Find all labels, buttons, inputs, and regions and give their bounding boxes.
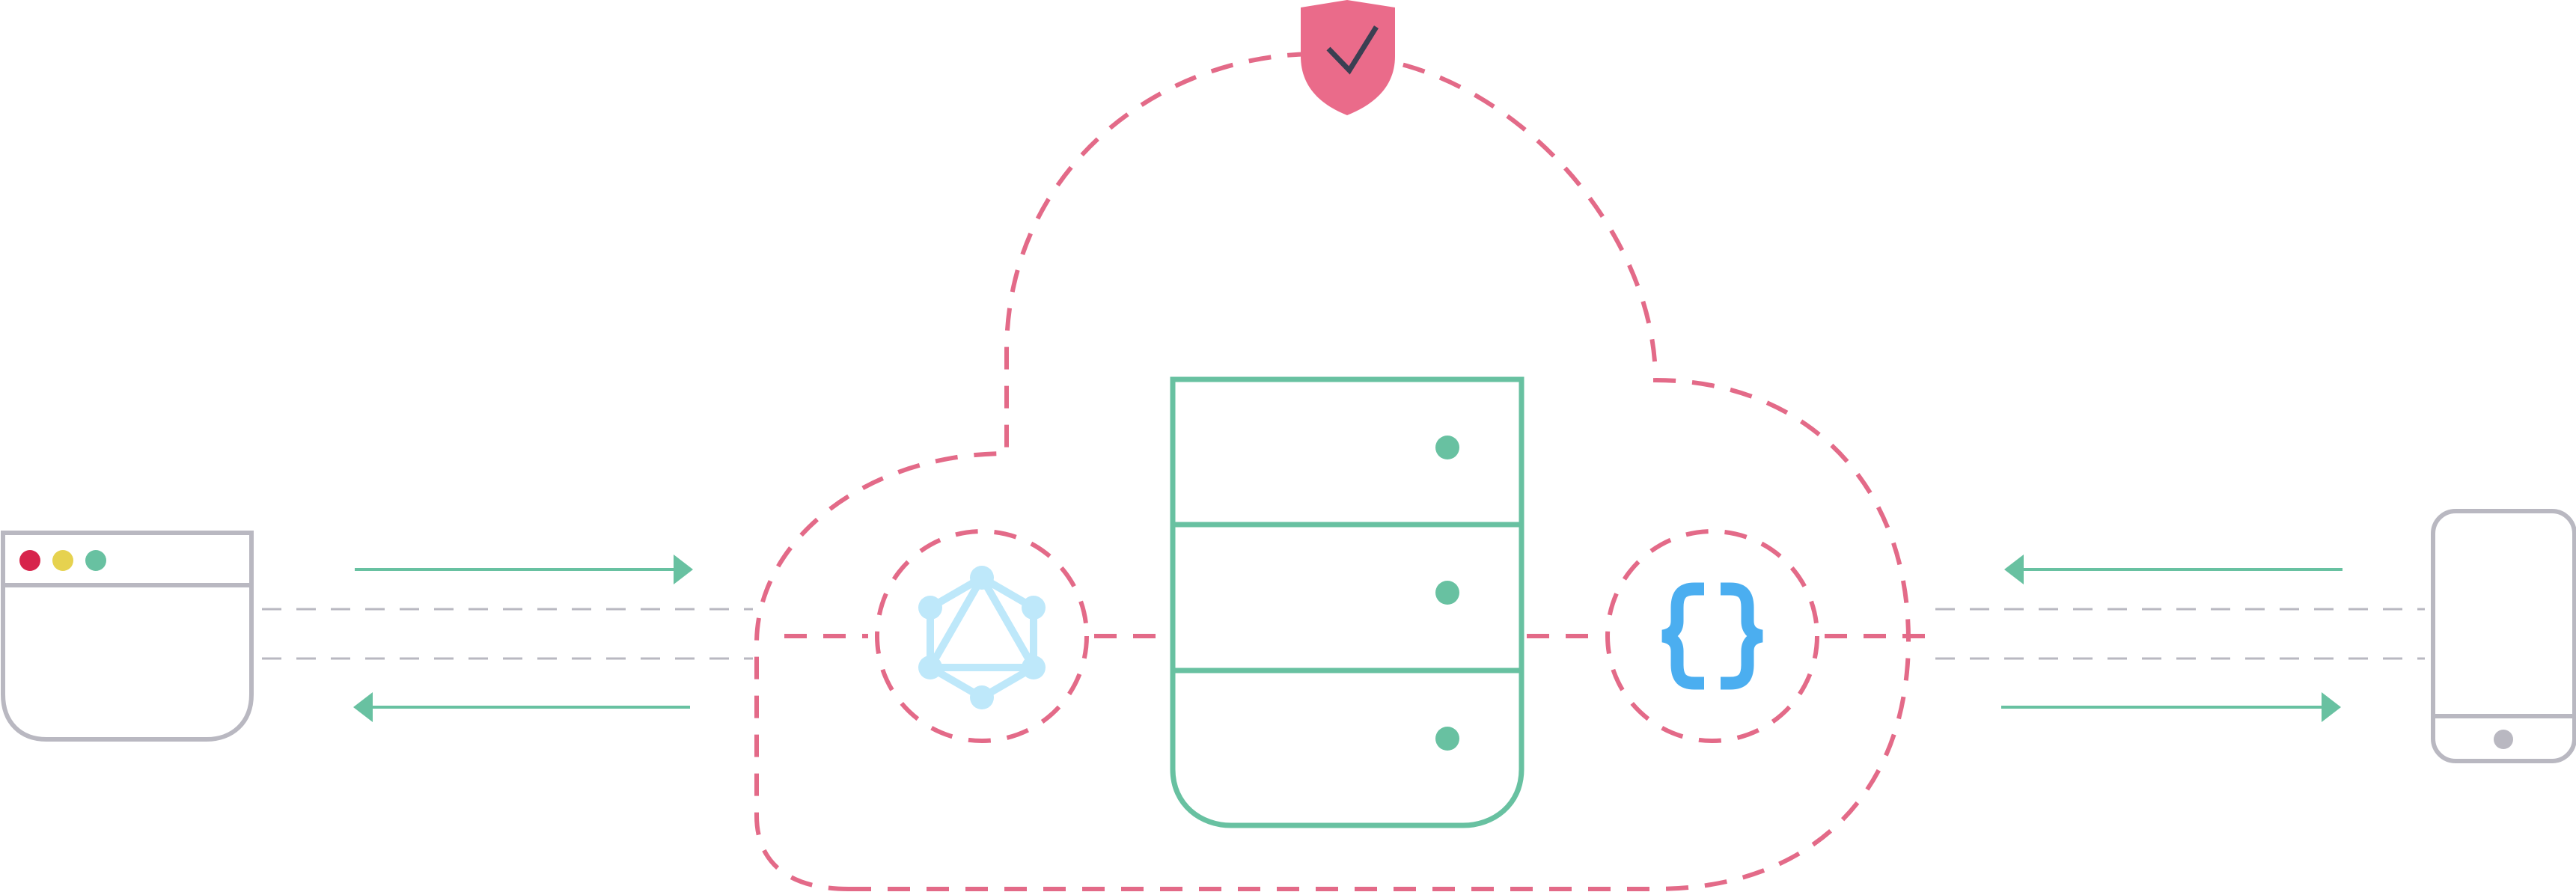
window-dot-red-icon — [19, 550, 40, 571]
arrow-response-right — [2001, 692, 2341, 722]
checkmark-icon — [1326, 25, 1379, 75]
window-dot-green-icon — [85, 550, 106, 571]
braces-service — [1605, 529, 1819, 743]
curly-braces-icon — [1661, 582, 1763, 690]
server-light-2-icon — [1435, 581, 1459, 605]
phone-home-button-icon — [2494, 730, 2513, 749]
server-stack-icon — [1170, 376, 1524, 828]
mobile-phone-icon — [2431, 509, 2576, 763]
cloud-boundary — [754, 51, 1911, 891]
window-dot-yellow-icon — [52, 550, 73, 571]
server-light-1-icon — [1435, 436, 1459, 459]
arrow-response-left — [353, 692, 690, 722]
browser-window-icon — [0, 531, 254, 742]
shield-check-icon — [1301, 0, 1395, 115]
arrow-request-right — [355, 555, 693, 584]
graphql-service — [875, 529, 1089, 743]
arrow-request-left — [2004, 555, 2342, 584]
server-light-3-icon — [1435, 727, 1459, 751]
